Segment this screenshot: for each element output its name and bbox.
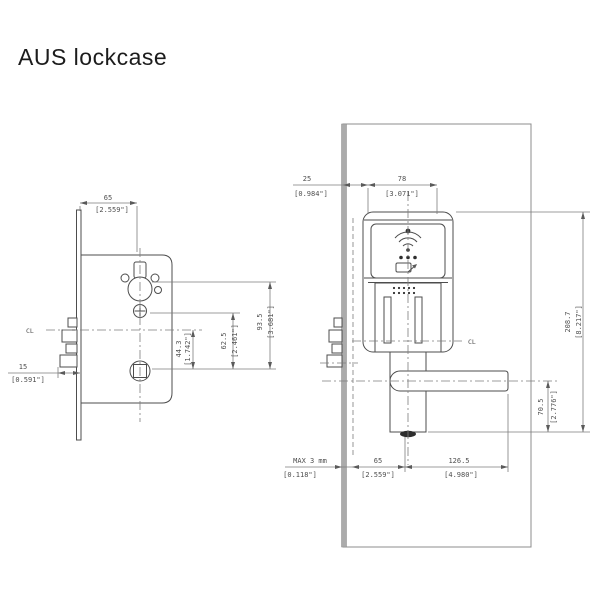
dim-44-3-mm: 44.3: [175, 341, 183, 358]
dim-max-gap-mm: MAX 3 mm: [293, 457, 327, 465]
right-view-dimensions: 25 [0.984"] 78 [3.071"] 208.7 [8.217"] 7…: [283, 175, 590, 479]
dim-44-3-inch: [1.742"]: [184, 332, 192, 366]
indicator-dot: [413, 255, 417, 260]
latch-tab: [61, 329, 78, 343]
lock-body: [81, 254, 173, 404]
dim-126-5-inch: [4.980"]: [444, 471, 478, 479]
dim-latch-mm: 15: [19, 363, 27, 371]
dim-25-inch: [0.984"]: [294, 190, 328, 198]
mounting-post: [414, 296, 423, 344]
dim-70-5-mm: 70.5: [537, 399, 545, 416]
dim-backset-inch: [2.559"]: [95, 206, 129, 214]
dim-latch-inch: [0.591"]: [11, 376, 45, 384]
dim-93-5-inch: [3.681"]: [267, 305, 275, 339]
dim-62-5-mm: 62.5: [220, 333, 228, 350]
mounting-post: [383, 296, 392, 344]
dim-backset-mm: 65: [104, 194, 112, 202]
latch-tab: [67, 317, 78, 328]
latch-tab: [328, 329, 343, 343]
right-view-door: CL: [320, 123, 560, 548]
dim-126-5-mm: 126.5: [448, 457, 469, 465]
deadbolt-tab: [326, 354, 343, 368]
deadbolt-tab: [59, 354, 78, 368]
dim-78-mm: 78: [398, 175, 406, 183]
latch-tab: [65, 343, 78, 354]
centerline-label: CL: [26, 327, 34, 335]
centerline-label: CL: [468, 338, 476, 346]
indicator-dot: [399, 255, 403, 260]
left-view-dimensions: 65 [2.559"] 15 [0.591"] 44.3 [1.742"] 62…: [8, 194, 276, 384]
dim-78-inch: [3.071"]: [385, 190, 419, 198]
dim-208-7-inch: [8.217"]: [575, 305, 583, 339]
dim-max-gap-inch: [0.118"]: [283, 471, 317, 479]
keycard-icon: [395, 262, 417, 273]
dim-62-5-inch: [2.461"]: [231, 324, 239, 358]
latch-tab: [331, 343, 343, 354]
dim-93-5-mm: 93.5: [256, 314, 264, 331]
latch-tab: [333, 317, 343, 328]
dim-65-inch: [2.559"]: [361, 471, 395, 479]
dim-25-mm: 25: [303, 175, 311, 183]
dim-208-7-mm: 208.7: [564, 311, 572, 332]
left-view-lockcase: CL: [26, 209, 202, 441]
cylinder-hole: [120, 261, 162, 302]
indicator-dot: [406, 255, 410, 260]
page-title: AUS lockcase: [18, 44, 168, 70]
dim-65-mm: 65: [374, 457, 382, 465]
speaker-holes: [392, 286, 416, 295]
dim-70-5-inch: [2.776"]: [550, 390, 558, 424]
